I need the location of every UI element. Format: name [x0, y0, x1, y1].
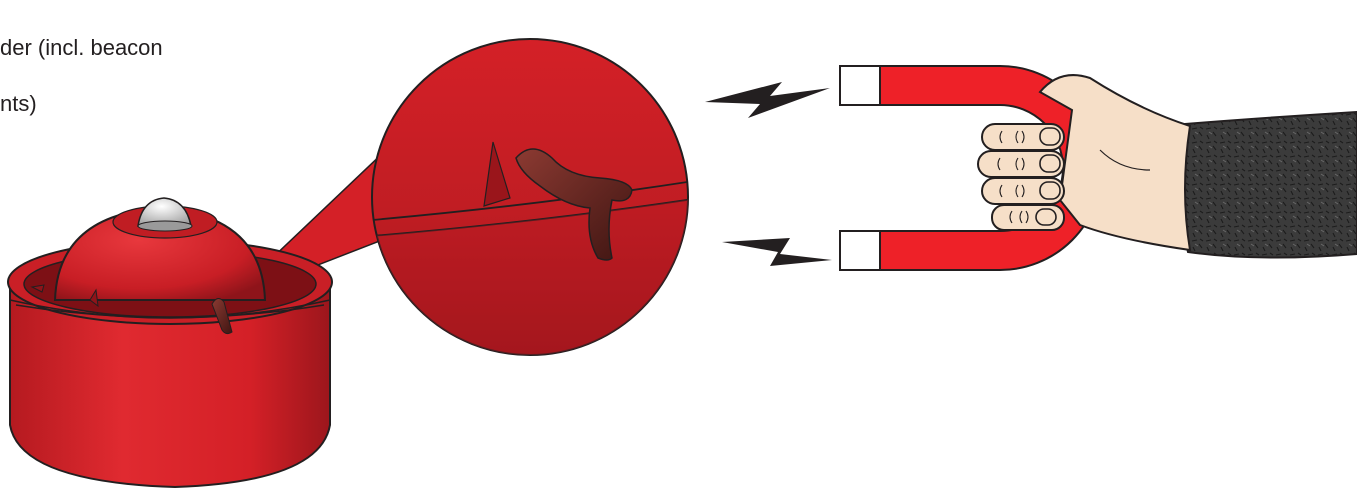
magnify-icon — [372, 39, 700, 360]
device-icon — [8, 198, 332, 487]
lightning-icon — [705, 82, 832, 266]
